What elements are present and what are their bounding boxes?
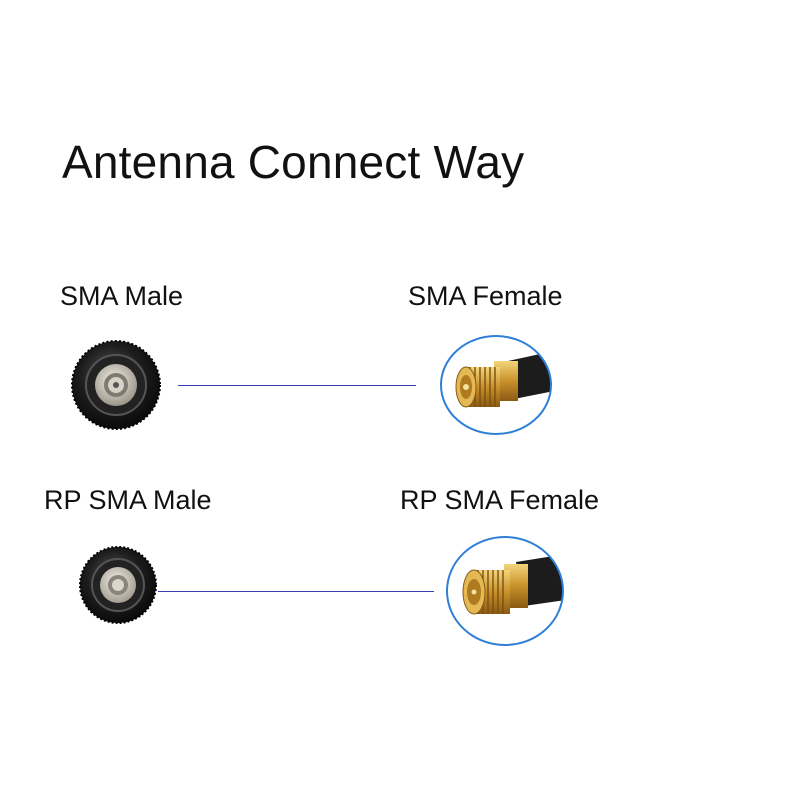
connection-line: [178, 385, 416, 386]
sma-female-connector-icon: [440, 335, 552, 435]
rp-sma-male-connector-icon: [79, 546, 157, 624]
rp-sma-female-connector-icon: [446, 536, 564, 646]
sma-male-label: SMA Male: [60, 281, 184, 311]
page-title: Antenna Connect Way: [62, 136, 525, 188]
rp-sma-female-label: RP SMA Female: [400, 485, 600, 515]
rp-sma-male-label: RP SMA Male: [44, 485, 212, 515]
sma-male-connector-icon: [71, 340, 161, 430]
connection-line: [158, 591, 434, 592]
sma-female-label: SMA Female: [408, 281, 563, 311]
